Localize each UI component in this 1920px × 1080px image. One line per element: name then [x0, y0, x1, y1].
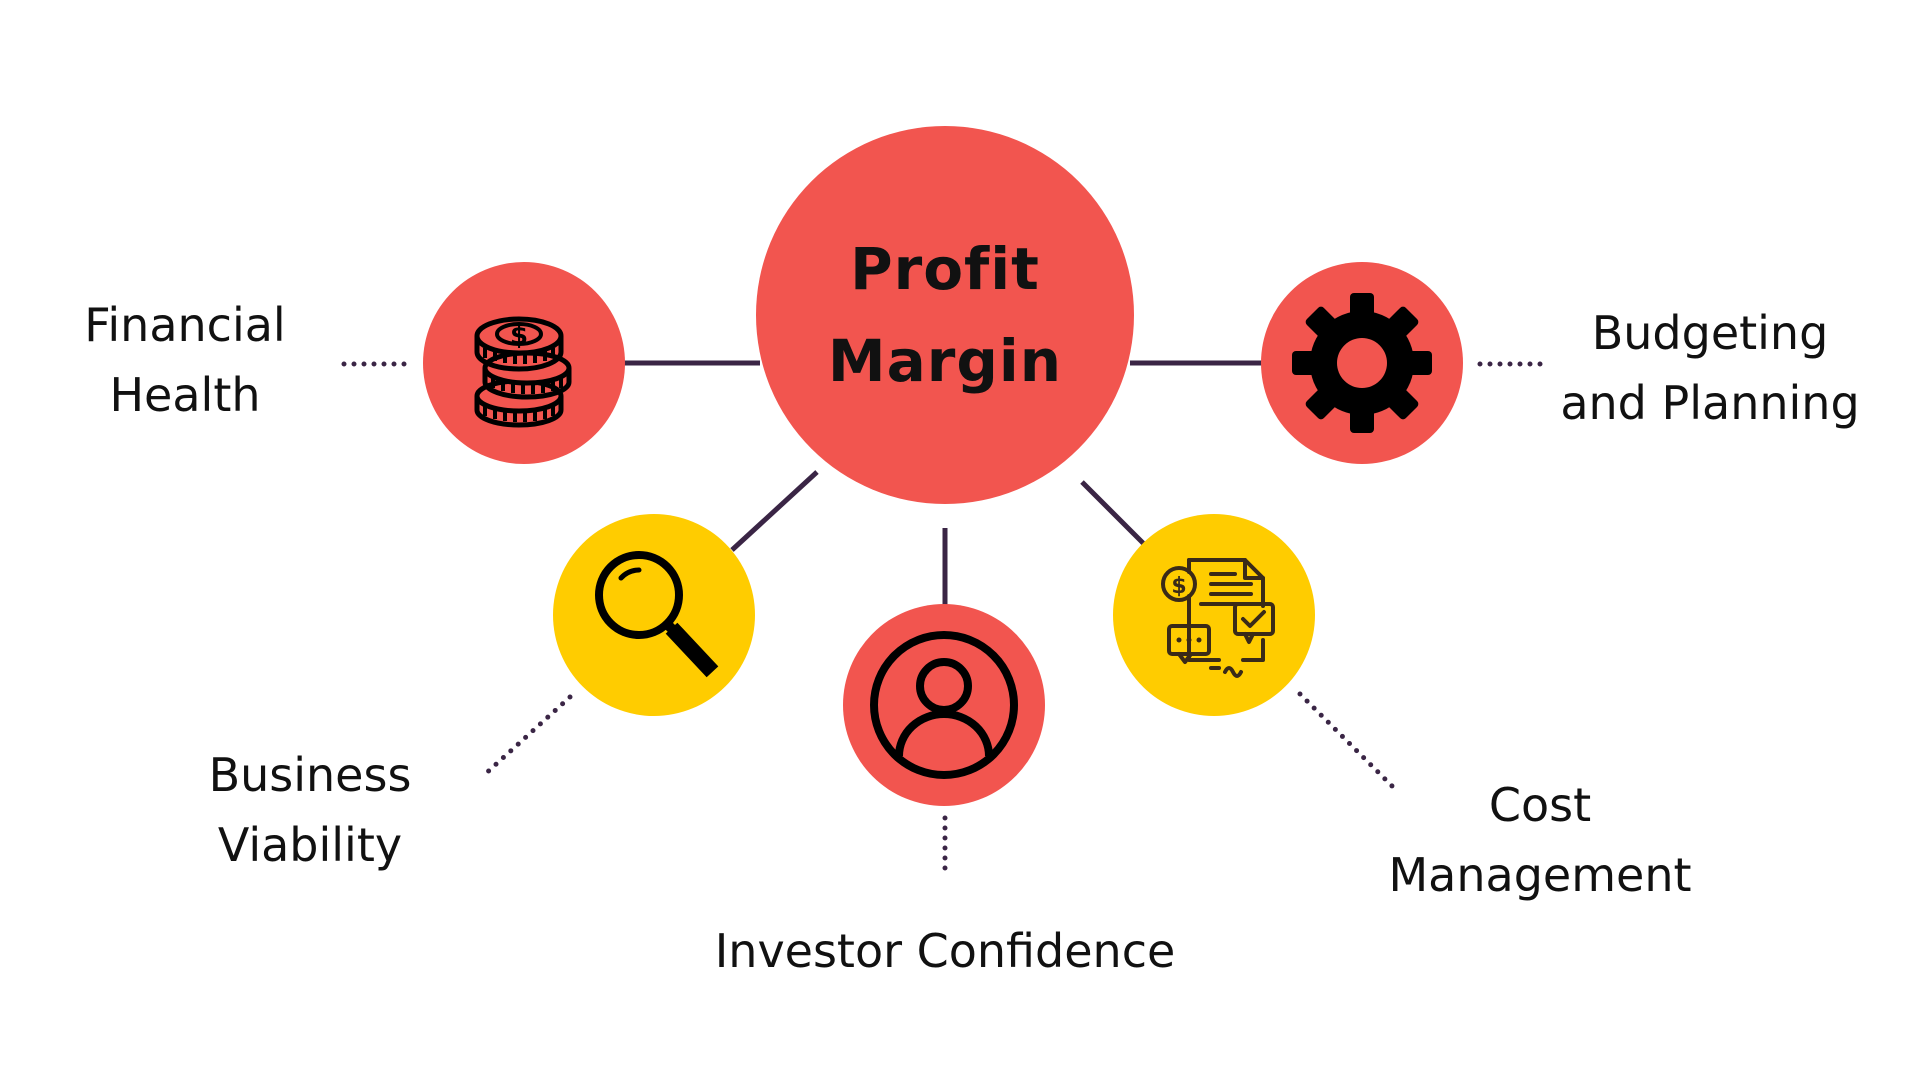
- cost-management-node: $: [1113, 514, 1315, 716]
- financial-health-node: $: [423, 262, 625, 464]
- dotted-business: [479, 694, 573, 780]
- center-title-line1: Profit: [850, 235, 1040, 303]
- coins-icon: $: [474, 316, 572, 428]
- svg-text:$: $: [1171, 574, 1186, 599]
- cost-management-label: Cost Management: [1388, 778, 1692, 902]
- center-title-line2: Margin: [827, 327, 1063, 395]
- invoice-icon: $: [1161, 558, 1275, 678]
- business-viability-node: [553, 514, 755, 716]
- user-icon: [870, 631, 1018, 779]
- svg-text:$: $: [510, 321, 528, 351]
- connector-cost: [1080, 480, 1148, 548]
- business-viability-label: Business Viability: [208, 748, 412, 872]
- budgeting-planning-node: [1261, 262, 1463, 464]
- investor-confidence-label: Investor Confidence: [714, 924, 1176, 978]
- financial-health-label: Financial Health: [84, 298, 286, 422]
- dotted-cost: [1297, 691, 1395, 789]
- profit-margin-circle: Profit Margin: [756, 126, 1134, 504]
- magnifier-icon: [595, 551, 719, 678]
- connector-business: [730, 470, 819, 552]
- gear-icon: [1292, 293, 1432, 433]
- budgeting-planning-label: Budgeting and Planning: [1560, 306, 1860, 430]
- investor-confidence-node: [843, 604, 1045, 806]
